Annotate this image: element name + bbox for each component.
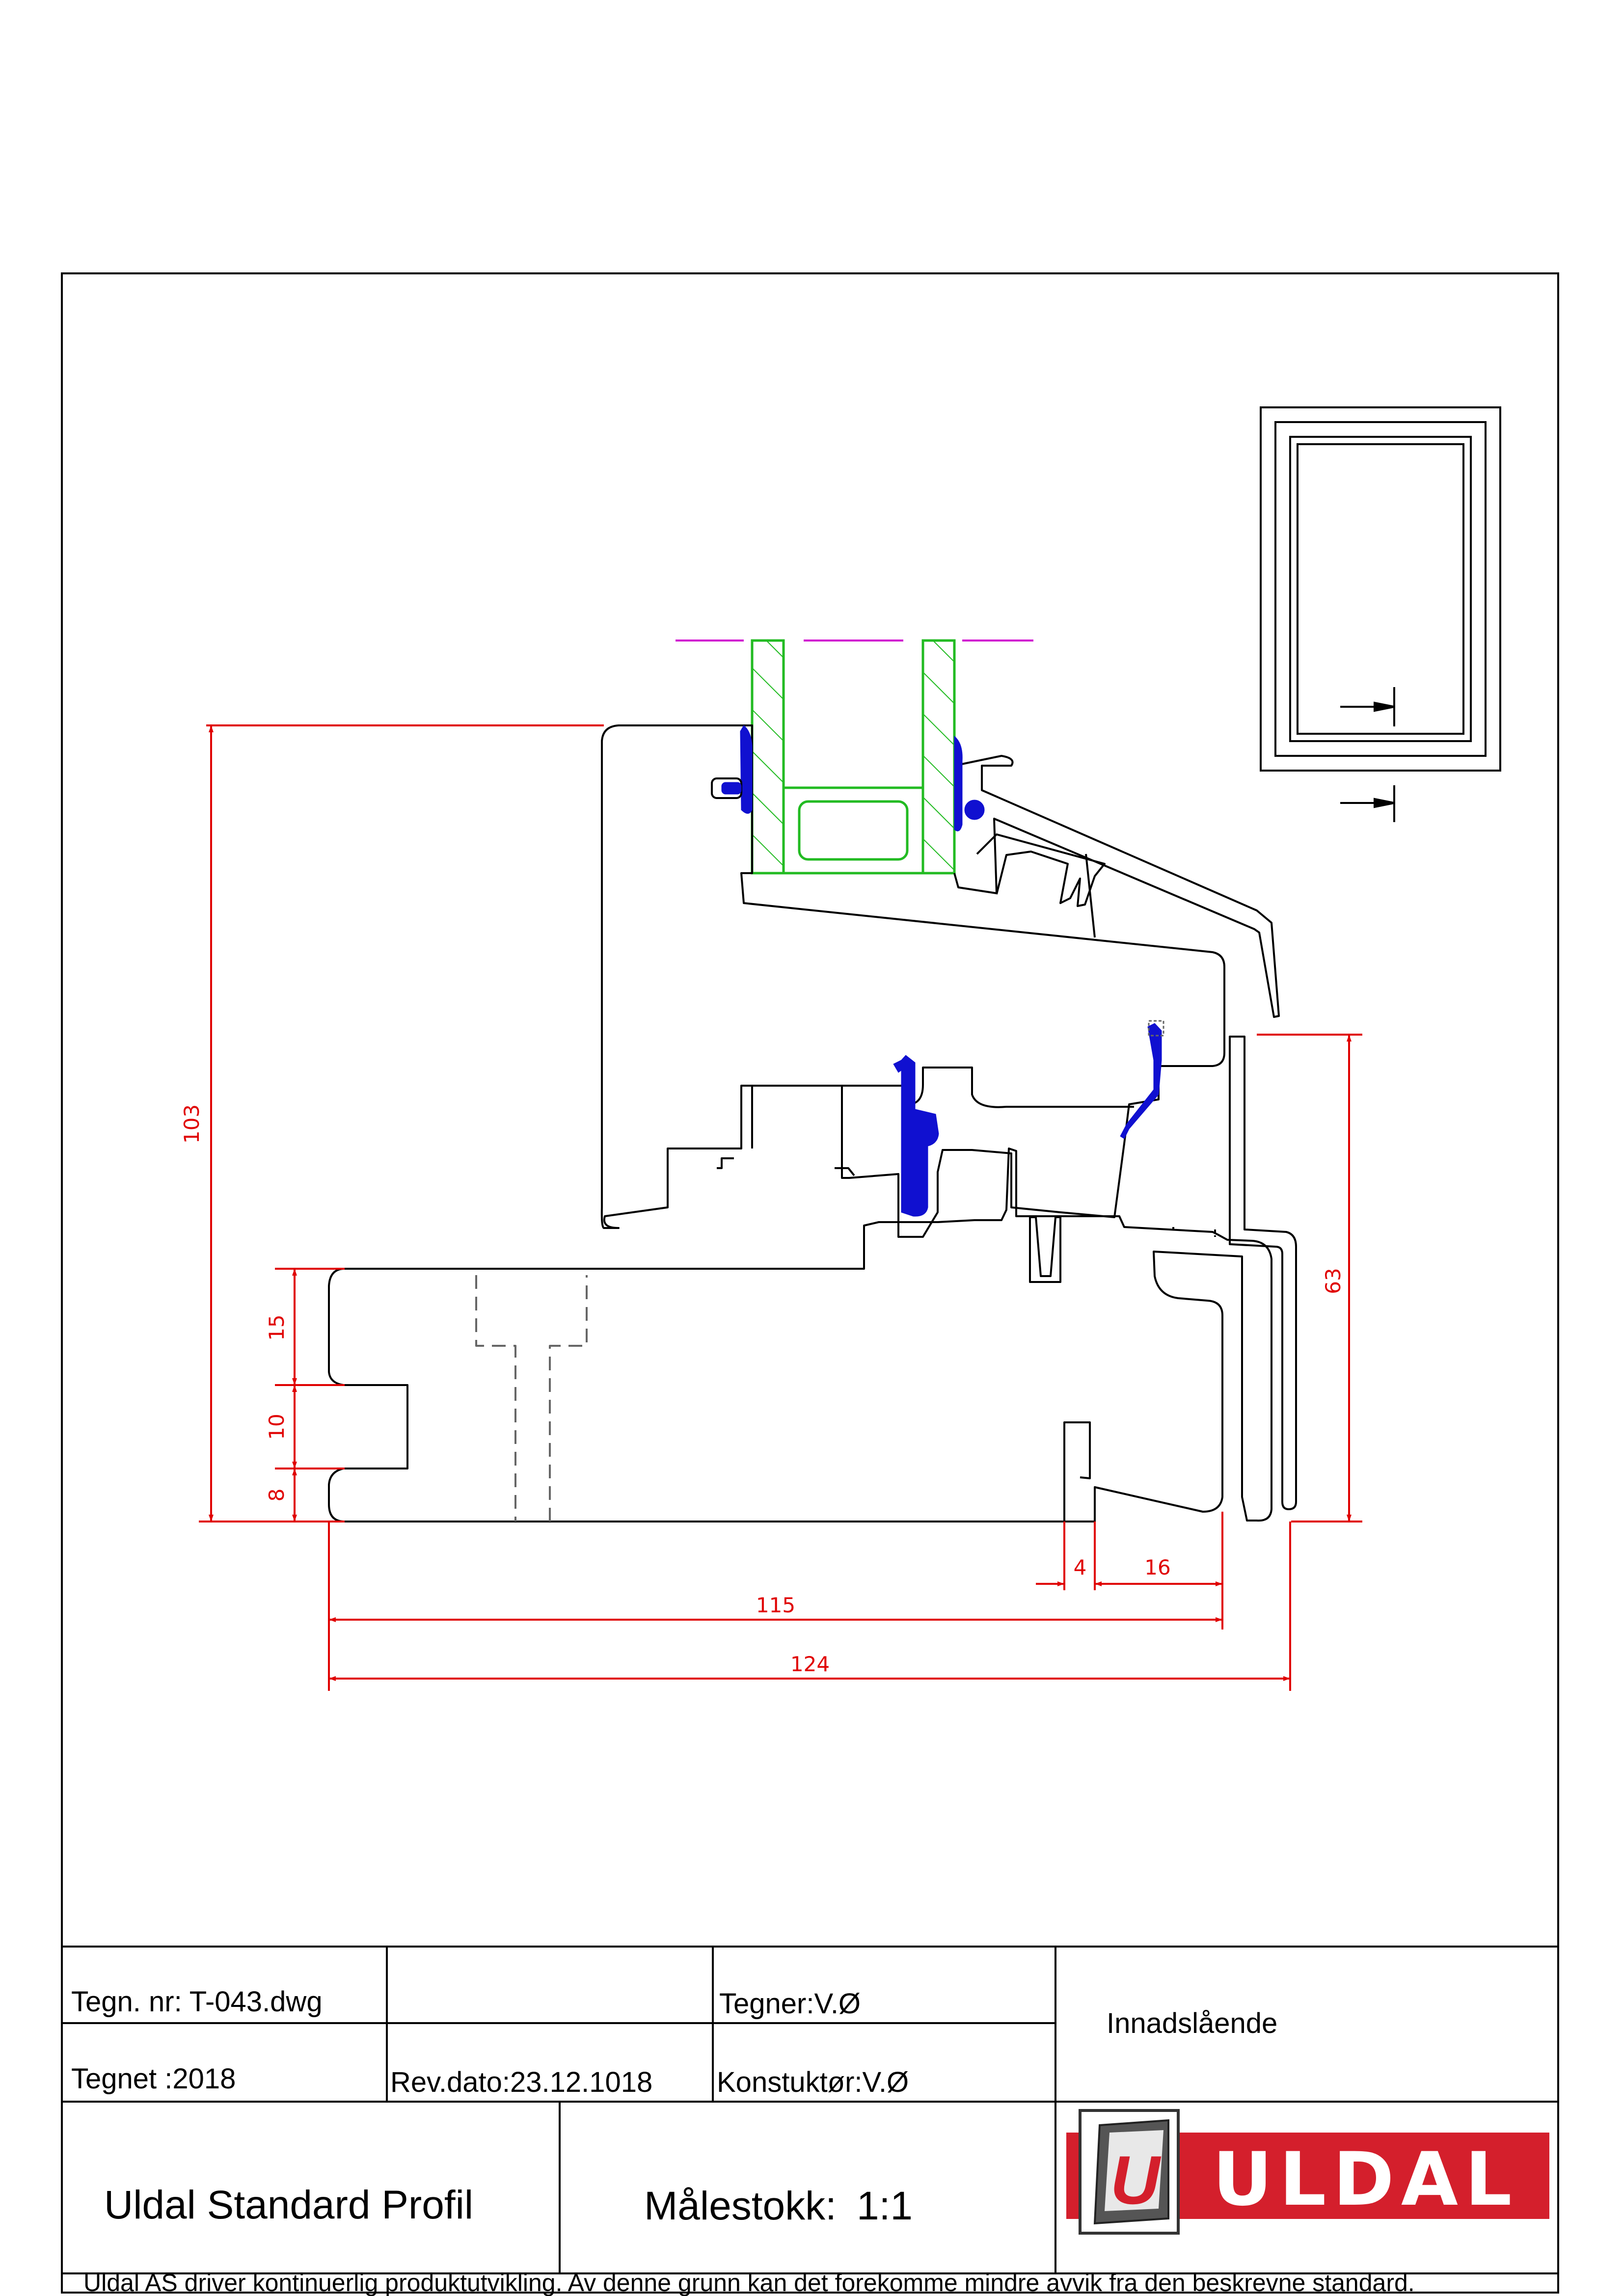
- hidden-dowel: [475, 1275, 588, 1522]
- glass-unit: [676, 639, 1033, 875]
- sash-profile: [600, 724, 1225, 1238]
- opening-description: Innadslående: [1107, 2007, 1277, 2039]
- logo-u: U: [1110, 2141, 1161, 2218]
- revision-date: Rev.dato:23.12.1018: [390, 2066, 652, 2098]
- sheet-border: [61, 272, 1559, 2294]
- cladding: [1229, 1036, 1297, 1510]
- window-key-plan: [1260, 406, 1501, 822]
- dim-63: 63: [1321, 1268, 1345, 1294]
- profile-outlines: [328, 724, 1297, 1522]
- dim-8: 8: [265, 1489, 289, 1502]
- disclaimer: Uldal AS driver kontinuerlig produktutvi…: [83, 2269, 1415, 2296]
- dim-15: 15: [265, 1314, 289, 1340]
- dimension-lines: [199, 724, 1362, 1691]
- logo-text: ULDAL: [1213, 2137, 1519, 2222]
- dim-10: 10: [265, 1414, 289, 1440]
- drawn-year: Tegnet :2018: [71, 2063, 236, 2095]
- frame-profile: [328, 1148, 1272, 1522]
- dim-103: 103: [180, 1104, 204, 1144]
- glazing-bead: [953, 755, 1280, 1018]
- product-name: Uldal Standard Profil: [104, 2183, 473, 2227]
- scale-label: Målestokk:: [644, 2184, 837, 2228]
- title-block: [62, 1946, 1558, 2274]
- scale-value: 1:1: [857, 2184, 913, 2228]
- dim-115: 115: [756, 1593, 795, 1617]
- drawing-number: Tegn. nr: T-043.dwg: [71, 1986, 323, 2018]
- dim-16: 16: [1144, 1555, 1170, 1579]
- dimension-labels: 103 15 10 8 63 4 16 115 124: [180, 1104, 1345, 1676]
- drafter: Tegner:V.Ø: [719, 1988, 861, 2020]
- uldal-logo: U ULDAL: [1066, 2109, 1549, 2235]
- dim-124: 124: [790, 1652, 830, 1676]
- seals: [711, 725, 1164, 1217]
- designer: Konstuktør:V.Ø: [717, 2066, 909, 2098]
- dim-4: 4: [1074, 1555, 1087, 1579]
